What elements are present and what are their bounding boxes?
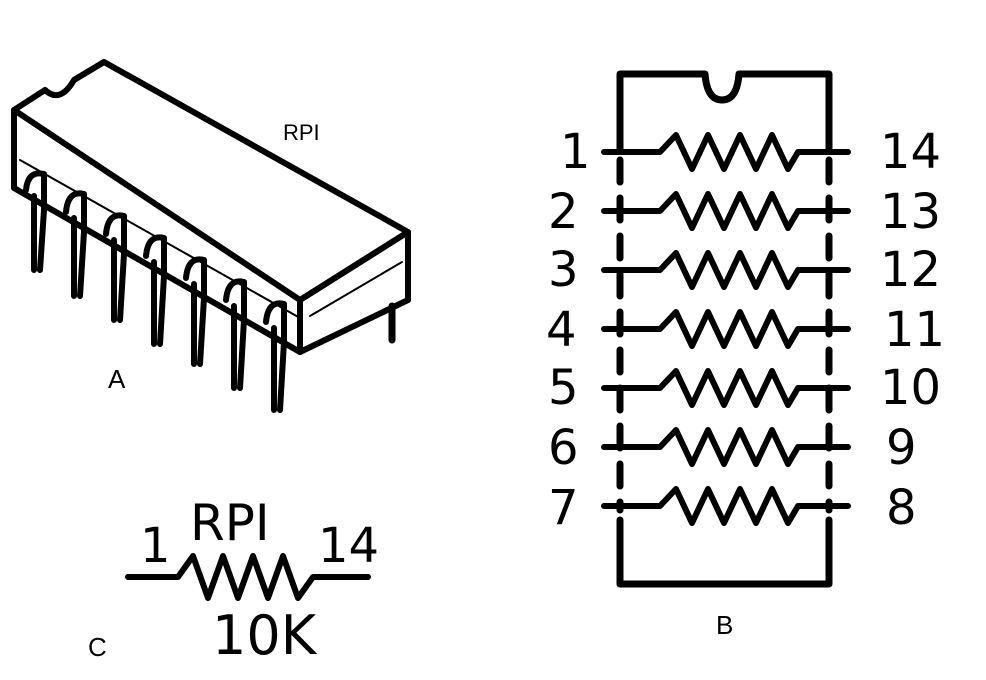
schematic-resistor — [601, 132, 851, 172]
package-right-face — [297, 229, 411, 355]
pin-number: 11 — [884, 302, 945, 358]
pin-number: 9 — [886, 420, 917, 476]
schematic-resistor — [601, 191, 851, 231]
symbol-pin-left: 1 — [140, 518, 171, 574]
right-pin-numbers: 14 13 12 11 10 9 8 — [880, 124, 945, 536]
pin-lead — [23, 170, 47, 273]
pin-lead — [263, 300, 287, 413]
pin-lead — [103, 212, 127, 323]
pin-number: 7 — [548, 480, 579, 536]
package-label: RPI — [283, 120, 320, 145]
package-top-face — [11, 59, 411, 303]
figure-b-caption: B — [716, 610, 733, 640]
pin-number: 14 — [880, 124, 941, 180]
schematic-resistor — [601, 427, 851, 467]
pin-number: 3 — [548, 242, 579, 298]
symbol-value: 10K — [212, 604, 318, 667]
schematic-resistor — [601, 250, 851, 290]
pin-number: 4 — [546, 302, 577, 358]
ic-outline-top — [616, 70, 833, 154]
package-front-pins — [23, 170, 287, 413]
resistor-symbol — [125, 553, 371, 601]
pin-number: 12 — [880, 242, 941, 298]
symbol-pin-right: 14 — [318, 518, 379, 574]
pin-lead — [63, 190, 87, 299]
pin-lead — [143, 234, 167, 347]
ic-outline-bottom — [616, 516, 833, 588]
schematic-resistor — [601, 309, 851, 349]
pin-lead — [183, 256, 207, 367]
schematic-resistor — [601, 486, 851, 526]
pin-number: 2 — [548, 184, 579, 240]
pin-number: 1 — [560, 124, 591, 180]
figure-c-caption: C — [88, 632, 107, 662]
schematic-resistor — [601, 368, 851, 408]
left-pin-numbers: 1 2 3 4 5 6 7 — [546, 124, 591, 536]
pin-number: 10 — [880, 360, 941, 416]
pin-number: 6 — [548, 420, 579, 476]
pin-number: 5 — [548, 360, 579, 416]
pin-number: 13 — [880, 184, 941, 240]
symbol-name: RPI — [190, 494, 270, 552]
pin-number: 8 — [886, 480, 917, 536]
schematic-body — [616, 70, 833, 588]
pin-lead — [223, 278, 247, 391]
figure-a-caption: A — [108, 364, 126, 394]
dip-package-drawing — [11, 59, 411, 355]
schematic-resistors — [601, 132, 851, 526]
